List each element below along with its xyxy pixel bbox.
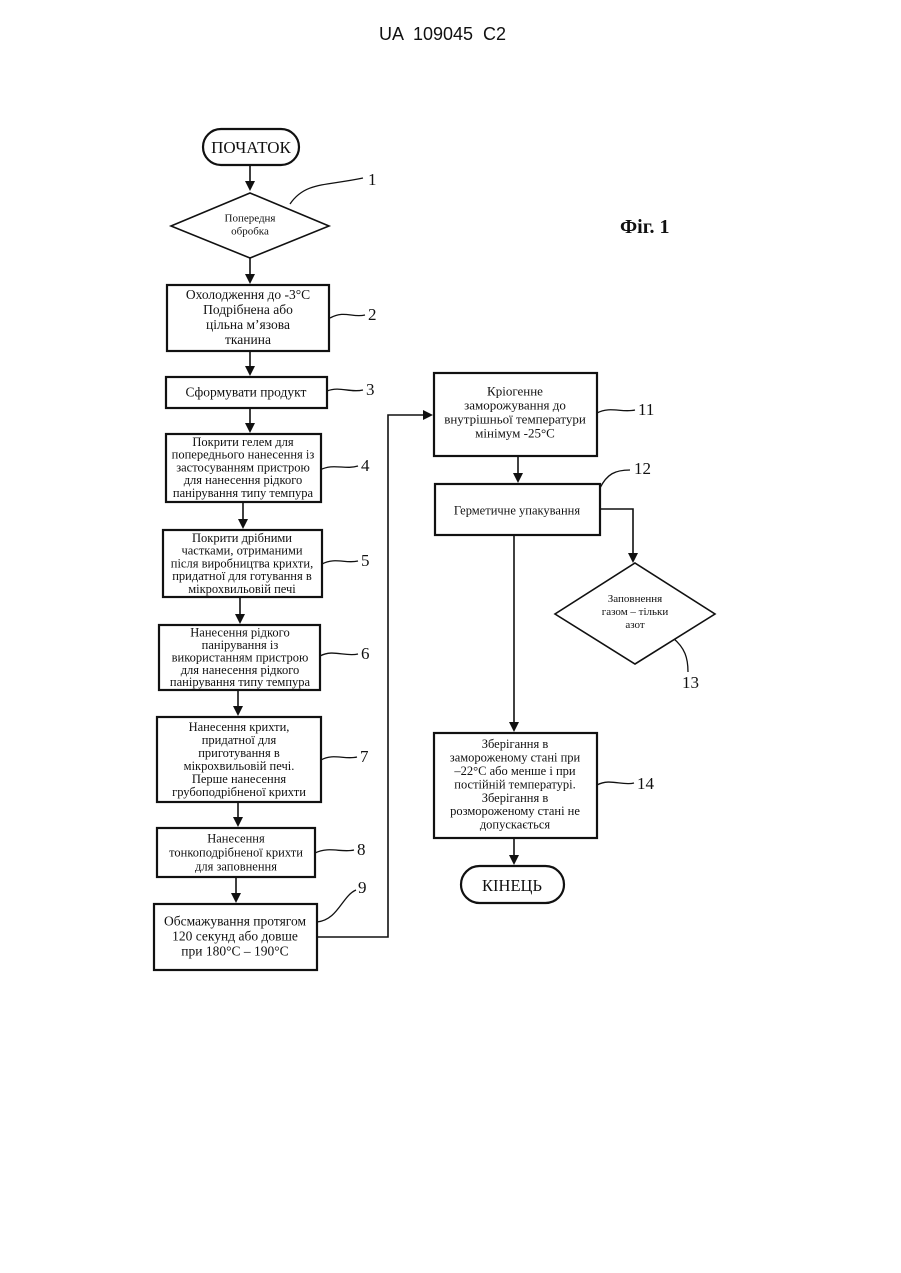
node-end: КІНЕЦЬ bbox=[461, 866, 564, 903]
ref-11: 11 bbox=[638, 400, 654, 419]
n5-line-5: мікрохвильовій печі bbox=[188, 582, 296, 596]
leader-9 bbox=[317, 890, 356, 922]
n1-line-2: обробка bbox=[231, 225, 269, 237]
n14-line-2: замороженому стані при bbox=[450, 751, 581, 765]
n8-line-1: Нанесення bbox=[207, 831, 265, 845]
node-2-cooling: Охолодження до -3°СПодрібнена абоцільна … bbox=[167, 285, 329, 351]
n7-line-1: Нанесення крихти, bbox=[189, 720, 290, 734]
svg-text:Сформувати продукт: Сформувати продукт bbox=[186, 385, 307, 400]
node-5-fine-particles: Покрити дрібнимичастками, отриманимипісл… bbox=[163, 530, 322, 597]
svg-text:Покрити гелем дляпопереднього: Покрити гелем дляпопереднього нанесення … bbox=[172, 435, 315, 500]
leader-5 bbox=[322, 561, 358, 564]
leader-13 bbox=[673, 638, 688, 672]
n2-line-2: Подрібнена або bbox=[203, 302, 293, 317]
n11-line-1: Кріогенне bbox=[487, 384, 543, 399]
leader-1 bbox=[290, 178, 363, 204]
n14-line-4: постійній температурі. bbox=[454, 777, 575, 791]
ref-14: 14 bbox=[637, 774, 655, 793]
n8-line-2: тонкоподрібненої крихти bbox=[169, 845, 303, 859]
n13-line-1: Заповнення bbox=[608, 593, 662, 605]
ref-1: 1 bbox=[368, 170, 377, 189]
leader-3 bbox=[327, 389, 363, 391]
node-9-frying: Обсмажування протягом120 секунд або довш… bbox=[154, 904, 317, 970]
node-7-crumb-coating: Нанесення крихти,придатної дляприготуван… bbox=[157, 717, 321, 802]
ref-4: 4 bbox=[361, 456, 370, 475]
n6-line-5: панірування типу темпура bbox=[170, 675, 311, 689]
n2-line-3: цільна м’язова bbox=[206, 317, 290, 332]
ref-3: 3 bbox=[366, 380, 375, 399]
n12-line-1: Герметичне упакування bbox=[454, 503, 580, 517]
n7-line-2: придатної для bbox=[202, 733, 277, 747]
n7-line-6: грубоподрібненої крихти bbox=[172, 785, 306, 799]
leader-2 bbox=[330, 314, 365, 318]
n11-line-2: заморожування до bbox=[464, 398, 566, 413]
node-3-form-product: Сформувати продукт bbox=[166, 377, 327, 408]
node-6-batter: Нанесення рідкогопанірування ізвикориста… bbox=[159, 625, 320, 690]
svg-text:Нанесення крихти,придатної для: Нанесення крихти,придатної дляприготуван… bbox=[172, 720, 306, 799]
n14-line-7: допускається bbox=[480, 818, 551, 832]
n9-line-1: Обсмажування протягом bbox=[164, 914, 307, 929]
n3-line-1: Сформувати продукт bbox=[186, 385, 307, 400]
n14-line-1: Зберігання в bbox=[482, 737, 549, 751]
ref-6: 6 bbox=[361, 644, 370, 663]
ref-7: 7 bbox=[360, 747, 369, 766]
node-1-preprocessing: Попередняобробка bbox=[171, 193, 329, 258]
ref-2: 2 bbox=[368, 305, 377, 324]
end-line-1: КІНЕЦЬ bbox=[482, 876, 542, 895]
n13-line-3: азот bbox=[625, 619, 645, 631]
n14-line-5: Зберігання в bbox=[482, 791, 549, 805]
n13-line-2: газом – тільки bbox=[602, 606, 669, 618]
node-13-nitrogen-fill: Заповненнягазом – тількиазот bbox=[555, 563, 715, 664]
svg-text:Герметичне упакування: Герметичне упакування bbox=[454, 503, 580, 517]
svg-text:КІНЕЦЬ: КІНЕЦЬ bbox=[482, 876, 542, 895]
svg-text:Зберігання взамороженому стані: Зберігання взамороженому стані при–22°С … bbox=[450, 737, 581, 831]
n11-line-4: мінімум -25°С bbox=[475, 426, 555, 441]
n4-line-5: панірування типу темпура bbox=[173, 486, 314, 500]
ref-12: 12 bbox=[634, 459, 651, 478]
ref-8: 8 bbox=[357, 840, 366, 859]
n14-line-6: розмороженому стані не bbox=[450, 804, 580, 818]
connector-9-11 bbox=[317, 415, 431, 937]
n2-line-4: тканина bbox=[225, 332, 271, 347]
leader-12 bbox=[600, 470, 630, 488]
svg-text:Покрити дрібнимичастками, отри: Покрити дрібнимичастками, отриманимипісл… bbox=[171, 531, 313, 596]
n8-line-3: для заповнення bbox=[195, 859, 277, 873]
leader-7 bbox=[321, 757, 357, 760]
n2-line-1: Охолодження до -3°С bbox=[186, 287, 310, 302]
n14-line-3: –22°С або менше і при bbox=[453, 764, 575, 778]
n7-line-3: приготування в bbox=[198, 746, 280, 760]
svg-text:ПОЧАТОК: ПОЧАТОК bbox=[211, 138, 291, 157]
svg-text:Нанесення рідкогопанірування і: Нанесення рідкогопанірування ізвикориста… bbox=[170, 626, 311, 690]
node-4-gel-coating: Покрити гелем дляпопереднього нанесення … bbox=[166, 434, 321, 502]
ref-5: 5 bbox=[361, 551, 370, 570]
node-8-fine-crumb: Нанесеннятонкоподрібненої крихтидля запо… bbox=[157, 828, 315, 877]
n1-line-1: Попередня bbox=[225, 212, 276, 224]
leader-11 bbox=[597, 410, 635, 413]
svg-text:Попередняобробка: Попередняобробка bbox=[225, 212, 276, 237]
leader-14 bbox=[597, 782, 634, 785]
n7-line-5: Перше нанесення bbox=[192, 772, 287, 786]
connector-12-13 bbox=[600, 509, 633, 561]
node-start: ПОЧАТОК bbox=[203, 129, 299, 165]
ref-9: 9 bbox=[358, 878, 367, 897]
node-14-frozen-storage: Зберігання взамороженому стані при–22°С … bbox=[434, 733, 597, 838]
leader-6 bbox=[320, 653, 358, 656]
svg-text:Обсмажування протягом120 секун: Обсмажування протягом120 секунд або довш… bbox=[164, 914, 307, 959]
n9-line-3: при 180°С – 190°С bbox=[181, 944, 288, 959]
leader-4 bbox=[320, 466, 358, 470]
node-11-cryogenic-freezing: Кріогеннезаморожування довнутрішньої тем… bbox=[434, 373, 597, 456]
n7-line-4: мікрохвильовій печі. bbox=[184, 759, 295, 773]
ref-13: 13 bbox=[682, 673, 699, 692]
figure-label: Фіг. 1 bbox=[620, 216, 670, 238]
start-line-1: ПОЧАТОК bbox=[211, 138, 291, 157]
n11-line-3: внутрішньої температури bbox=[444, 412, 586, 427]
leader-8 bbox=[315, 850, 354, 853]
node-12-sealed-packaging: Герметичне упакування bbox=[435, 484, 600, 535]
n9-line-2: 120 секунд або довше bbox=[172, 929, 298, 944]
